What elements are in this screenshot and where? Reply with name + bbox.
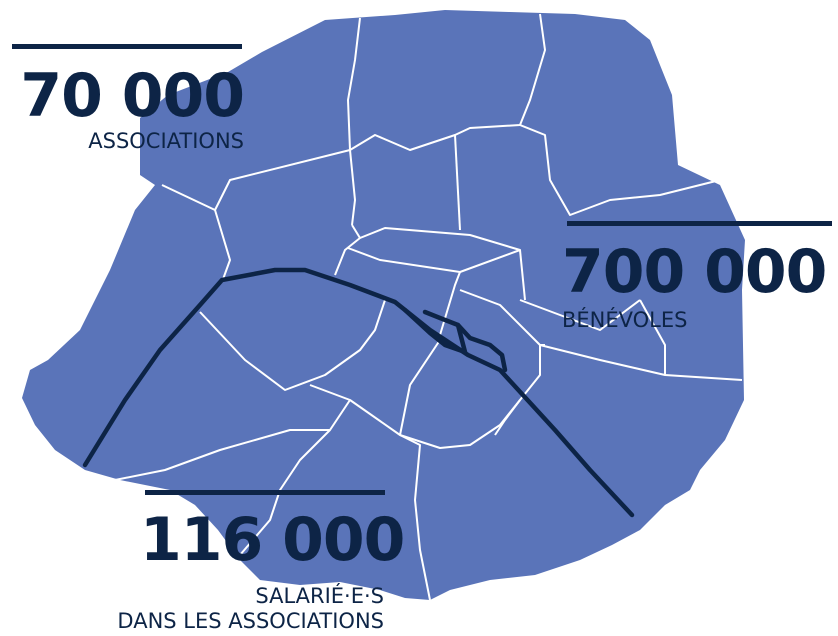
benevoles-label: BÉNÉVOLES — [562, 308, 688, 332]
benevoles-rule — [567, 221, 832, 226]
salaries-label-line1: SALARIÉ·E·S — [255, 584, 384, 608]
benevoles-value: 700 000 — [562, 237, 827, 307]
associations-label: ASSOCIATIONS — [88, 129, 244, 153]
district-borders — [114, 13, 743, 601]
associations-value: 70 000 — [20, 61, 245, 131]
salaries-label-line2: DANS LES ASSOCIATIONS — [117, 609, 384, 633]
associations-rule — [12, 44, 242, 49]
seine-river — [82, 267, 635, 518]
salaries-rule — [145, 490, 385, 495]
salaries-value: 116 000 — [140, 505, 405, 575]
